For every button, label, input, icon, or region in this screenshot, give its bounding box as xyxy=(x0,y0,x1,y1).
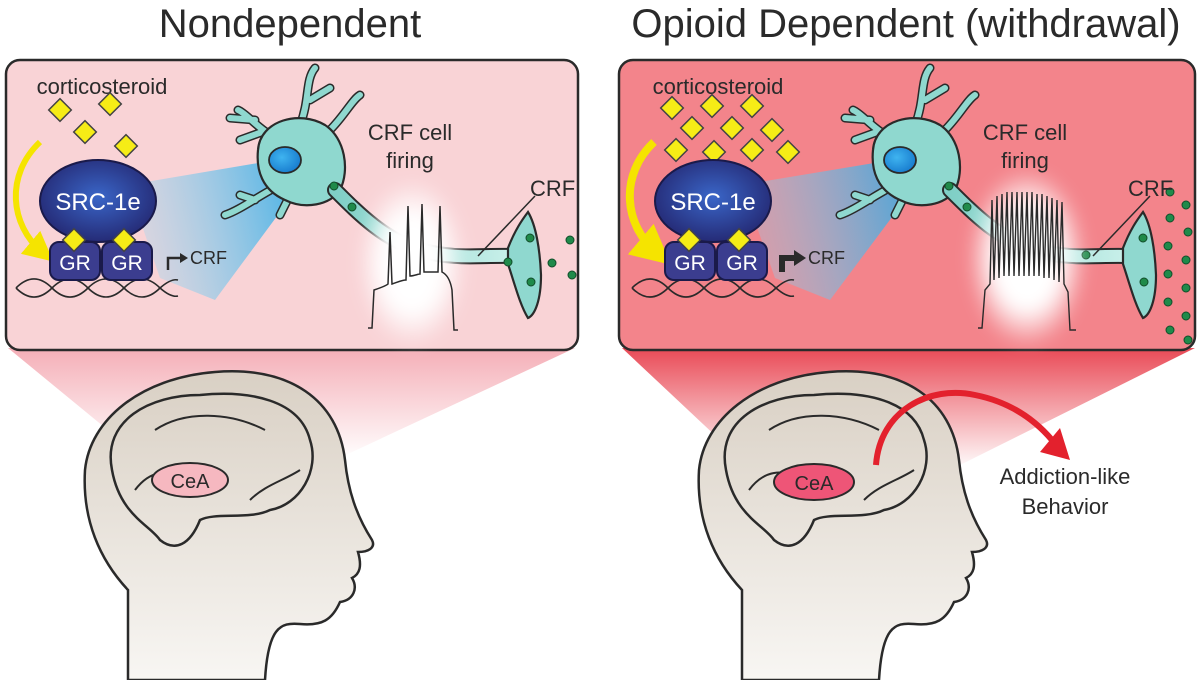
head-silhouette xyxy=(83,370,375,680)
panel-nondependent: CeA corticosteroid SRC-1e GR GR xyxy=(4,58,580,680)
crf-label-leader-left xyxy=(477,195,536,257)
firing-trace-right xyxy=(978,191,1076,331)
brain-outline xyxy=(109,392,314,547)
title-opioid-dependent: Opioid Dependent (withdrawal) xyxy=(631,2,1181,46)
behavior-label-2: Behavior xyxy=(1022,494,1109,519)
bound-steroids-right xyxy=(676,227,752,253)
gr-label-left-1: GR xyxy=(59,252,91,275)
corticosteroid-molecules-left xyxy=(47,91,139,159)
gr-label-left-2: GR xyxy=(111,252,143,275)
crf-vesicles-right xyxy=(944,181,1193,345)
crf-release-label-left: CRF xyxy=(530,176,575,201)
cea-label-left: CeA xyxy=(171,471,211,493)
panel-opioid-dependent: CeA Addiction-like Behavior corticostero… xyxy=(617,58,1197,680)
src-1e-coactivator-left xyxy=(39,159,157,243)
crf-gene-label-right: CRF xyxy=(808,248,845,268)
gr-label-right-1: GR xyxy=(674,252,706,275)
transcription-arrow-left xyxy=(166,256,182,270)
cea-region-right xyxy=(773,463,855,501)
cea-region-left xyxy=(151,462,229,498)
cea-label-right: CeA xyxy=(795,473,835,495)
bound-steroids-left xyxy=(61,227,137,253)
head-silhouette-right xyxy=(697,370,989,680)
title-nondependent: Nondependent xyxy=(158,2,422,46)
src-1e-coactivator-right xyxy=(654,159,772,243)
transcription-arrow-right xyxy=(779,255,796,272)
crf-release-label-right: CRF xyxy=(1128,176,1173,201)
crf-gene-label-left: CRF xyxy=(190,248,227,268)
crf-label-leader-right xyxy=(1092,195,1151,257)
corticosteroid-molecules-right xyxy=(659,93,801,165)
src-1e-label-left: SRC-1e xyxy=(55,189,140,216)
behavior-arrow xyxy=(873,389,1055,466)
firing-trace-left xyxy=(368,203,458,331)
binding-arrow-left xyxy=(12,139,54,262)
gr-label-right-2: GR xyxy=(726,252,758,275)
corticosteroid-label-left: corticosteroid xyxy=(37,74,168,99)
firing-label-left-2: firing xyxy=(386,148,434,173)
binding-arrow-right xyxy=(625,139,672,265)
firing-label-right-2: firing xyxy=(1001,148,1049,173)
brain-outline-right xyxy=(723,392,928,547)
firing-label-left-1: CRF cell xyxy=(368,120,452,145)
behavior-label-1: Addiction-like xyxy=(1000,464,1131,489)
behavior-arrow-head xyxy=(1040,428,1070,460)
firing-label-right-1: CRF cell xyxy=(983,120,1067,145)
firing-glow-left xyxy=(357,178,467,348)
corticosteroid-label-right: corticosteroid xyxy=(653,74,784,99)
src-1e-label-right: SRC-1e xyxy=(670,189,755,216)
